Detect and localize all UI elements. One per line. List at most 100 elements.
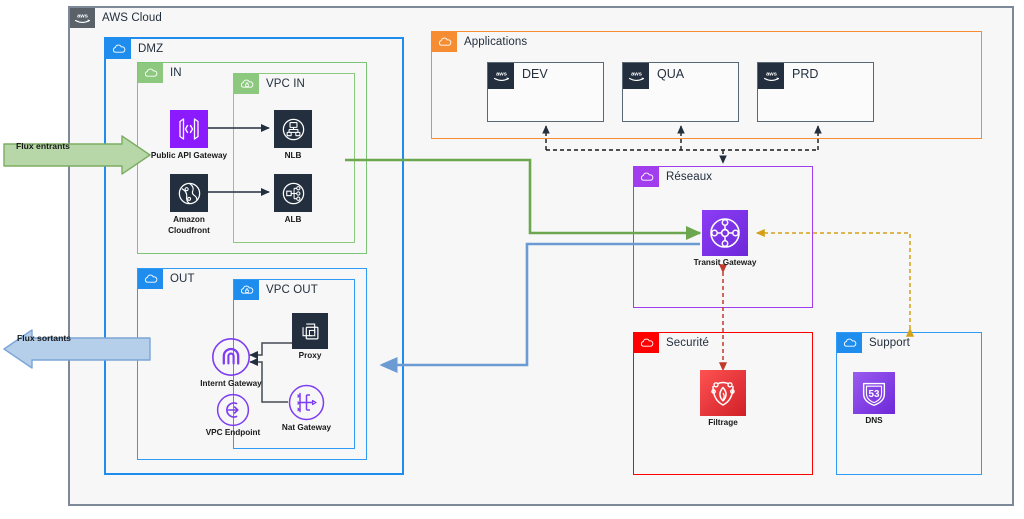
node-nlb[interactable]: NLB [274,110,312,160]
node-amazon-cloudfront-label-line1: Amazon [173,215,205,224]
aws-logo-icon: aws [758,63,784,89]
nat-gateway-icon [288,384,325,421]
account-box-qua[interactable]: aws QUA [622,62,739,122]
aws-logo-glyph: aws [763,71,779,82]
node-nat-gateway[interactable]: Nat Gateway [282,384,331,432]
cloud-glyph [438,37,451,46]
route53-glyph: 53 [862,382,886,406]
connector-proxy-to-igw [249,342,292,360]
cloud-icon [634,333,659,353]
node-transit-gateway[interactable]: Transit Gateway [694,210,756,267]
group-securite-label: Securité [634,333,709,353]
cloud-icon [138,63,163,83]
connector-vpcin-to-tgw-green [345,158,702,241]
api-gateway-icon [170,110,208,148]
account-name-dev: DEV [522,67,548,81]
node-proxy-label: Proxy [298,351,322,360]
group-aws-cloud-title: AWS Cloud [102,12,162,24]
node-public-api-gateway-label: Public API Gateway [150,151,228,160]
group-aws-cloud-label: aws AWS Cloud [70,8,162,28]
node-dns[interactable]: 53 DNS [853,372,895,425]
flux-entrants-arrow [3,135,151,175]
proxy-glyph [302,323,319,340]
alb-glyph [282,182,304,204]
cloud-icon [106,39,131,59]
route-53-icon: 53 [853,372,895,414]
node-vpc-endpoint[interactable]: VPC Endpoint [206,393,260,437]
aws-logo-glyph: aws [74,13,91,24]
cloud-glyph [144,68,157,77]
node-amazon-cloudfront[interactable]: Amazon Cloudfront [168,174,210,235]
node-nat-gateway-label: Nat Gateway [281,423,332,432]
connector-nat-to-igw [249,357,288,403]
aws-logo-glyph: aws [628,71,644,82]
cloud-icon [837,333,862,353]
vpc-cloud-glyph [240,285,253,294]
cloud-icon [432,32,457,52]
aws-logo-icon: aws [623,63,649,89]
group-dmz-title: DMZ [138,43,164,55]
transit-gateway-glyph [710,218,740,248]
network-load-balancer-icon [274,110,312,148]
flux-sortants-label: Flux sortants [17,333,71,343]
vpc-cloud-glyph [240,79,253,88]
node-alb-label: ALB [284,215,302,224]
cloud-glyph [640,172,653,181]
group-applications-title: Applications [464,36,528,48]
cloud-glyph [144,274,157,283]
group-applications-label: Applications [432,32,527,52]
aws-logo-glyph: aws [493,71,509,82]
node-internet-gateway-label: Internt Gateway [200,379,262,388]
api-gateway-glyph [179,118,199,140]
cloudfront-icon [170,174,208,212]
cloudfront-glyph [178,182,200,204]
connector-tgw-to-out-blue [379,242,700,374]
node-vpc-endpoint-label: VPC Endpoint [205,428,261,437]
account-box-prd[interactable]: aws PRD [757,62,874,122]
group-vpc-in-title: VPC IN [266,78,305,90]
flux-sortants-arrow [3,329,151,369]
cloud-icon [634,167,659,187]
vpc-cloud-icon [234,280,259,300]
group-vpc-out-title: VPC OUT [266,284,318,296]
node-dns-label: DNS [865,416,883,425]
vpc-cloud-icon [234,74,259,94]
node-public-api-gateway[interactable]: Public API Gateway [151,110,227,160]
aws-logo-icon: aws [488,63,514,89]
node-amazon-cloudfront-label-line2: Cloudfront [168,226,210,235]
transit-gateway-icon [702,210,748,256]
flux-entrants-label: Flux entrants [16,141,70,151]
node-transit-gateway-label: Transit Gateway [693,258,757,267]
account-box-dev[interactable]: aws DEV [487,62,604,122]
group-dmz-label: DMZ [106,39,163,59]
account-name-qua: QUA [657,67,685,81]
node-filtrage-label: Filtrage [708,418,738,427]
group-out-title: OUT [170,273,195,285]
node-proxy[interactable]: Proxy [292,313,328,360]
application-load-balancer-icon [274,174,312,212]
cloud-glyph [843,338,856,347]
group-vpc-in: VPC IN [233,73,355,243]
group-support-label: Support [837,333,910,353]
node-alb[interactable]: ALB [274,174,312,224]
network-firewall-icon [700,370,746,416]
group-in-title: IN [170,67,182,79]
group-vpc-in-label: VPC IN [234,74,305,94]
group-securite-title: Securité [666,337,709,349]
aws-logo-icon: aws [70,8,95,28]
cloud-glyph [640,338,653,347]
internet-gateway-icon [211,337,251,377]
proxy-appliance-icon [292,313,328,349]
cloud-glyph [112,44,125,53]
node-filtrage[interactable]: Filtrage [700,370,746,427]
node-nlb-label: NLB [284,151,302,160]
group-out-label: OUT [138,269,195,289]
svg-text:aws: aws [766,71,777,77]
node-internet-gateway[interactable]: Internt Gateway [200,337,262,388]
svg-text:aws: aws [496,71,507,77]
group-reseaux-label: Réseaux [634,167,712,187]
svg-text:53: 53 [869,389,880,400]
group-support-title: Support [869,337,910,349]
account-name-prd: PRD [792,67,819,81]
